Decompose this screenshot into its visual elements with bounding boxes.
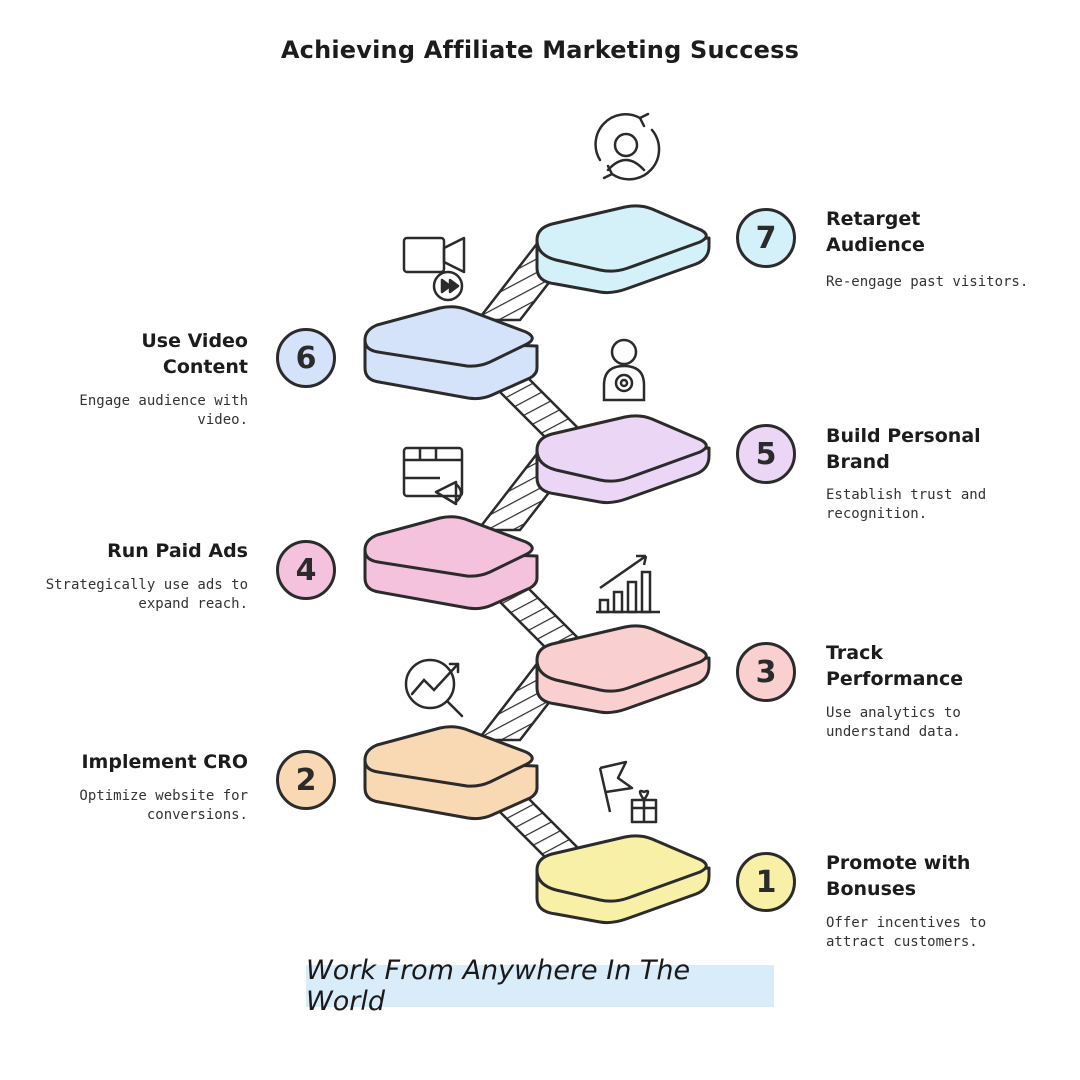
step-3-title-line1: Track (826, 642, 883, 664)
footer-caption: Work From Anywhere In The World (306, 955, 774, 1017)
step-2-desc: Optimize website for conversions. (20, 787, 248, 825)
step-3-title-line2: Performance (826, 668, 964, 690)
step-5-desc-line1: Establish trust and (826, 487, 987, 503)
step-3-desc: Use analytics to understand data. (826, 704, 1066, 742)
step-4-title-line1: Run Paid Ads (107, 540, 248, 562)
step-1-title: Promote with Bonuses (826, 850, 1066, 902)
platform-2 (363, 725, 539, 821)
step-4-desc-line1: Strategically use ads to (45, 577, 248, 593)
step-2-desc-line1: Optimize website for (79, 788, 248, 804)
step-5-title: Build Personal Brand (826, 423, 1066, 475)
platform-1 (535, 834, 711, 925)
step-2-badge: 2 (276, 750, 336, 810)
step-3-desc-line1: Use analytics to (826, 705, 961, 721)
step-6-badge: 6 (276, 328, 336, 388)
platform-5 (535, 414, 711, 505)
step-3-title: Track Performance (826, 640, 1066, 692)
step-1-desc: Offer incentives to attract customers. (826, 914, 1066, 952)
step-2-title: Implement CRO (20, 749, 248, 775)
step-5-desc-line2: recognition. (826, 506, 928, 522)
step-1-desc-line1: Offer incentives to (826, 915, 987, 931)
step-3-badge: 3 (736, 642, 796, 702)
step-1-desc-line2: attract customers. (826, 934, 978, 950)
step-1-title-line2: Bonuses (826, 878, 917, 900)
step-7-title-line2: Audience (826, 234, 925, 256)
step-7-badge: 7 (736, 208, 796, 268)
page-title: Achieving Affiliate Marketing Success (280, 36, 800, 64)
step-6-title-line1: Use Video (141, 330, 248, 352)
step-6-title: Use Video Content (20, 328, 248, 380)
step-7-title-line1: Retarget (826, 208, 921, 230)
person-badge-icon (602, 338, 646, 402)
step-4-badge: 4 (276, 540, 336, 600)
flag-gift-icon (598, 760, 658, 824)
user-refresh-icon (594, 112, 661, 181)
step-4-title: Run Paid Ads (20, 538, 248, 564)
step-5-title-line1: Build Personal (826, 425, 981, 447)
step-4-desc-line2: expand reach. (138, 596, 248, 612)
ad-board-megaphone-icon (402, 446, 464, 506)
step-2-title-line1: Implement CRO (81, 751, 248, 773)
step-6-desc-line1: Engage audience with (79, 393, 248, 409)
step-2-desc-line2: conversions. (146, 807, 248, 823)
video-camera-icon (402, 236, 466, 302)
step-6-desc: Engage audience with video. (20, 392, 248, 430)
magnify-growth-icon (404, 658, 464, 718)
step-5-badge: 5 (736, 424, 796, 484)
platform-4 (363, 515, 539, 611)
step-6-title-line2: Content (162, 356, 248, 378)
bar-chart-icon (596, 554, 660, 614)
platform-6 (363, 305, 539, 401)
step-6-desc-line2: video. (197, 412, 248, 428)
step-7-desc-line1: Re-engage past visitors. (826, 274, 1029, 290)
step-4-desc: Strategically use ads to expand reach. (20, 576, 248, 614)
step-3-desc-line2: understand data. (826, 724, 961, 740)
step-7-desc: Re-engage past visitors. (826, 273, 1066, 292)
step-5-desc: Establish trust and recognition. (826, 486, 1066, 524)
step-7-title: Retarget Audience (826, 206, 1066, 258)
platform-7 (535, 204, 711, 295)
step-1-title-line1: Promote with (826, 852, 971, 874)
step-1-badge: 1 (736, 852, 796, 912)
platform-3 (535, 624, 711, 715)
step-5-title-line2: Brand (826, 451, 890, 473)
